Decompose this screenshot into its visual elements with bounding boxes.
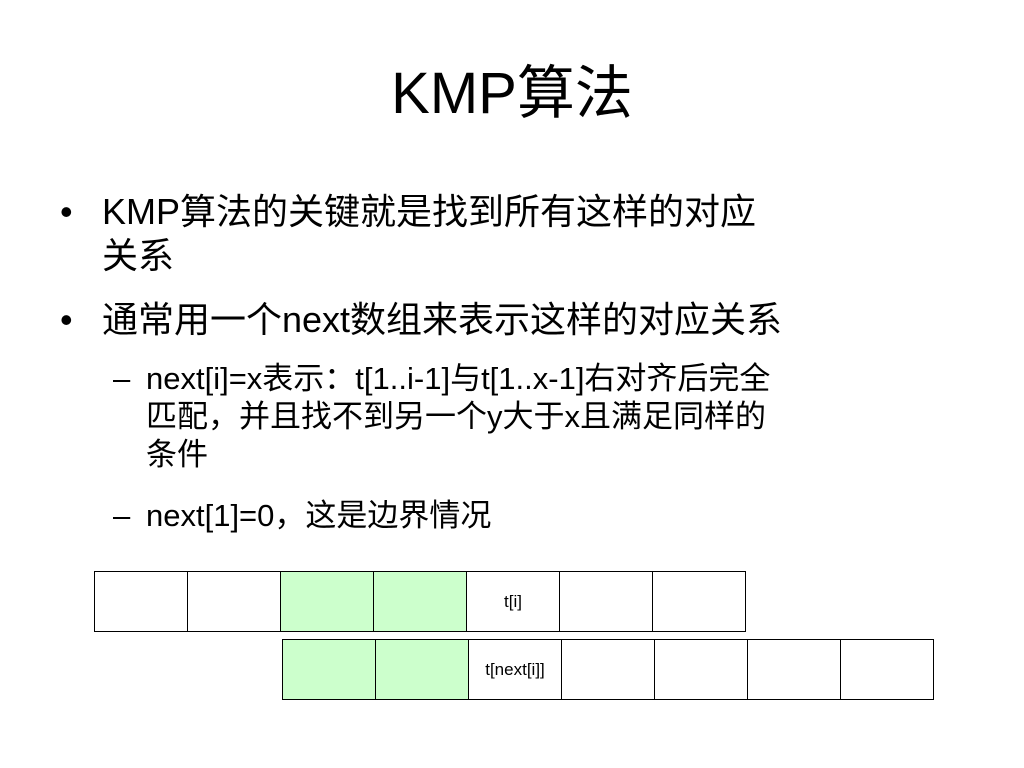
slide-title: KMP算法 (391, 61, 633, 126)
array-cell (840, 639, 934, 700)
array-cell (747, 639, 841, 700)
subbullet-mark: – (113, 361, 131, 396)
array-cell (280, 571, 374, 632)
array-cell (559, 571, 653, 632)
subbullet-line: 条件 (146, 437, 208, 472)
bullet-next-array: • 通常用一个next数组来表示这样的对应关系 (60, 298, 783, 342)
subbullet-line: next[1]=0，这是边界情况 (146, 498, 492, 533)
bullet-mark: • (60, 191, 73, 232)
bullet-mark: • (60, 299, 73, 340)
subbullet-mark: – (113, 498, 131, 533)
bullet-line: 通常用一个next数组来表示这样的对应关系 (102, 299, 783, 340)
array-cell-t-i: t[i] (466, 571, 560, 632)
array-cell (561, 639, 655, 700)
array-cell (654, 639, 748, 700)
bullet-line: KMP算法的关键就是找到所有这样的对应 (102, 191, 757, 232)
array-cell (375, 639, 469, 700)
array-cell (282, 639, 376, 700)
array-cell (94, 571, 188, 632)
subbullet-boundary: – next[1]=0，这是边界情况 (113, 497, 492, 535)
subbullet-line: 匹配，并且找不到另一个y大于x且满足同样的 (146, 399, 766, 434)
bullet-kmp-key: • KMP算法的关键就是找到所有这样的对应 关系 (60, 190, 757, 278)
subbullet-line: next[i]=x表示：t[1..i-1]与t[1..x-1]右对齐后完全 (146, 361, 771, 396)
bullet-line: 关系 (102, 235, 175, 276)
array-cell (373, 571, 467, 632)
array-cell (187, 571, 281, 632)
array-row-shifted: t[next[i]] (282, 639, 934, 700)
subbullet-next-definition: – next[i]=x表示：t[1..i-1]与t[1..x-1]右对齐后完全 … (113, 360, 771, 474)
array-cell (652, 571, 746, 632)
array-row-t: t[i] (94, 571, 746, 632)
array-cell-t-next-i: t[next[i]] (468, 639, 562, 700)
